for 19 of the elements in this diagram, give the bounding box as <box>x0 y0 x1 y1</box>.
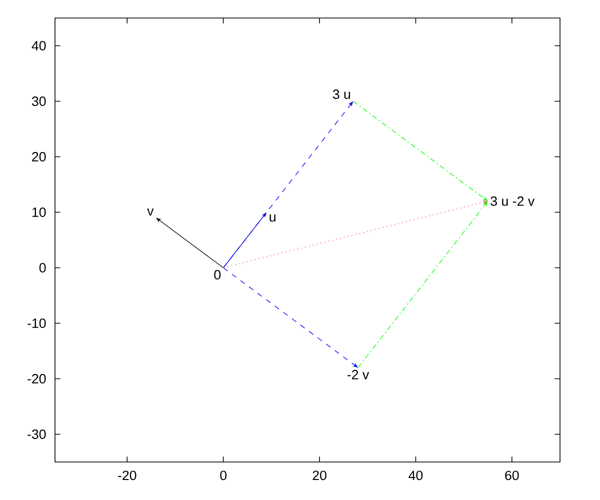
point-label: 0 <box>214 270 221 280</box>
point-label: -2 v <box>347 370 370 380</box>
y-tick-label: 0 <box>39 263 46 272</box>
y-tick-label: 20 <box>32 152 46 162</box>
x-tick-label: 60 <box>505 470 519 480</box>
y-tick-label: -20 <box>28 374 46 384</box>
x-tick-label: 0 <box>220 470 227 480</box>
x-tick-label: -20 <box>118 470 136 480</box>
point-label: u <box>270 214 276 222</box>
y-tick-label: 40 <box>32 41 46 50</box>
point-label: 3 u -2 v <box>490 196 535 206</box>
y-tick-label: 30 <box>32 96 46 106</box>
point-label: 3 u <box>332 90 350 99</box>
x-tick-label: 20 <box>312 470 326 480</box>
x-tick-label: 40 <box>408 470 423 480</box>
y-tick-label: -30 <box>28 430 46 439</box>
y-tick-label: -10 <box>28 318 46 328</box>
y-tick-label: 10 <box>32 208 46 217</box>
point-label: v <box>147 208 154 216</box>
